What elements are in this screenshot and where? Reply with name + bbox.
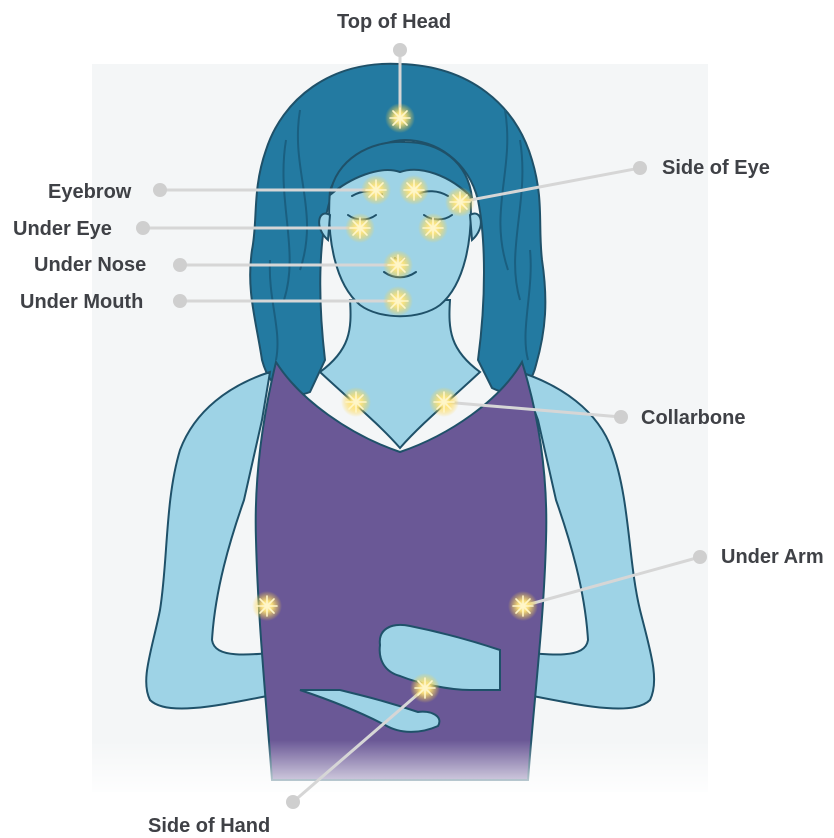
leader-dot-side-of-hand <box>286 795 300 809</box>
label-top-of-head: Top of Head <box>337 10 451 34</box>
label-eyebrow: Eyebrow <box>48 180 131 204</box>
tap-point-collarbone-1 <box>429 387 459 417</box>
leader-dot-collarbone <box>614 410 628 424</box>
label-under-mouth: Under Mouth <box>20 290 143 314</box>
leader-dot-under-arm <box>693 550 707 564</box>
tap-point-side-of-hand <box>410 673 440 703</box>
tap-point-eyebrow-1 <box>361 175 391 205</box>
tap-point-under-arm-2 <box>252 591 282 621</box>
tap-point-under-eye-2 <box>418 213 448 243</box>
label-under-eye: Under Eye <box>13 217 112 241</box>
leader-dot-eyebrow <box>153 183 167 197</box>
leader-dot-under-eye <box>136 221 150 235</box>
tap-point-eyebrow-2 <box>399 175 429 205</box>
label-side-of-hand: Side of Hand <box>148 814 270 838</box>
tap-point-under-eye-1 <box>345 213 375 243</box>
label-collarbone: Collarbone <box>641 406 745 430</box>
label-under-arm: Under Arm <box>721 545 824 569</box>
leader-dot-side-of-eye <box>633 161 647 175</box>
leader-dot-under-mouth <box>173 294 187 308</box>
tap-point-under-mouth <box>383 286 413 316</box>
label-side-of-eye: Side of Eye <box>662 156 770 180</box>
tap-point-under-nose <box>383 250 413 280</box>
bottom-fade <box>92 740 708 800</box>
tap-point-under-arm-1 <box>508 591 538 621</box>
label-under-nose: Under Nose <box>34 253 146 277</box>
leader-dot-top-of-head <box>393 43 407 57</box>
tap-point-side-of-eye <box>445 187 475 217</box>
tap-point-collarbone-2 <box>341 387 371 417</box>
leader-dot-under-nose <box>173 258 187 272</box>
tap-point-top-of-head <box>385 103 415 133</box>
